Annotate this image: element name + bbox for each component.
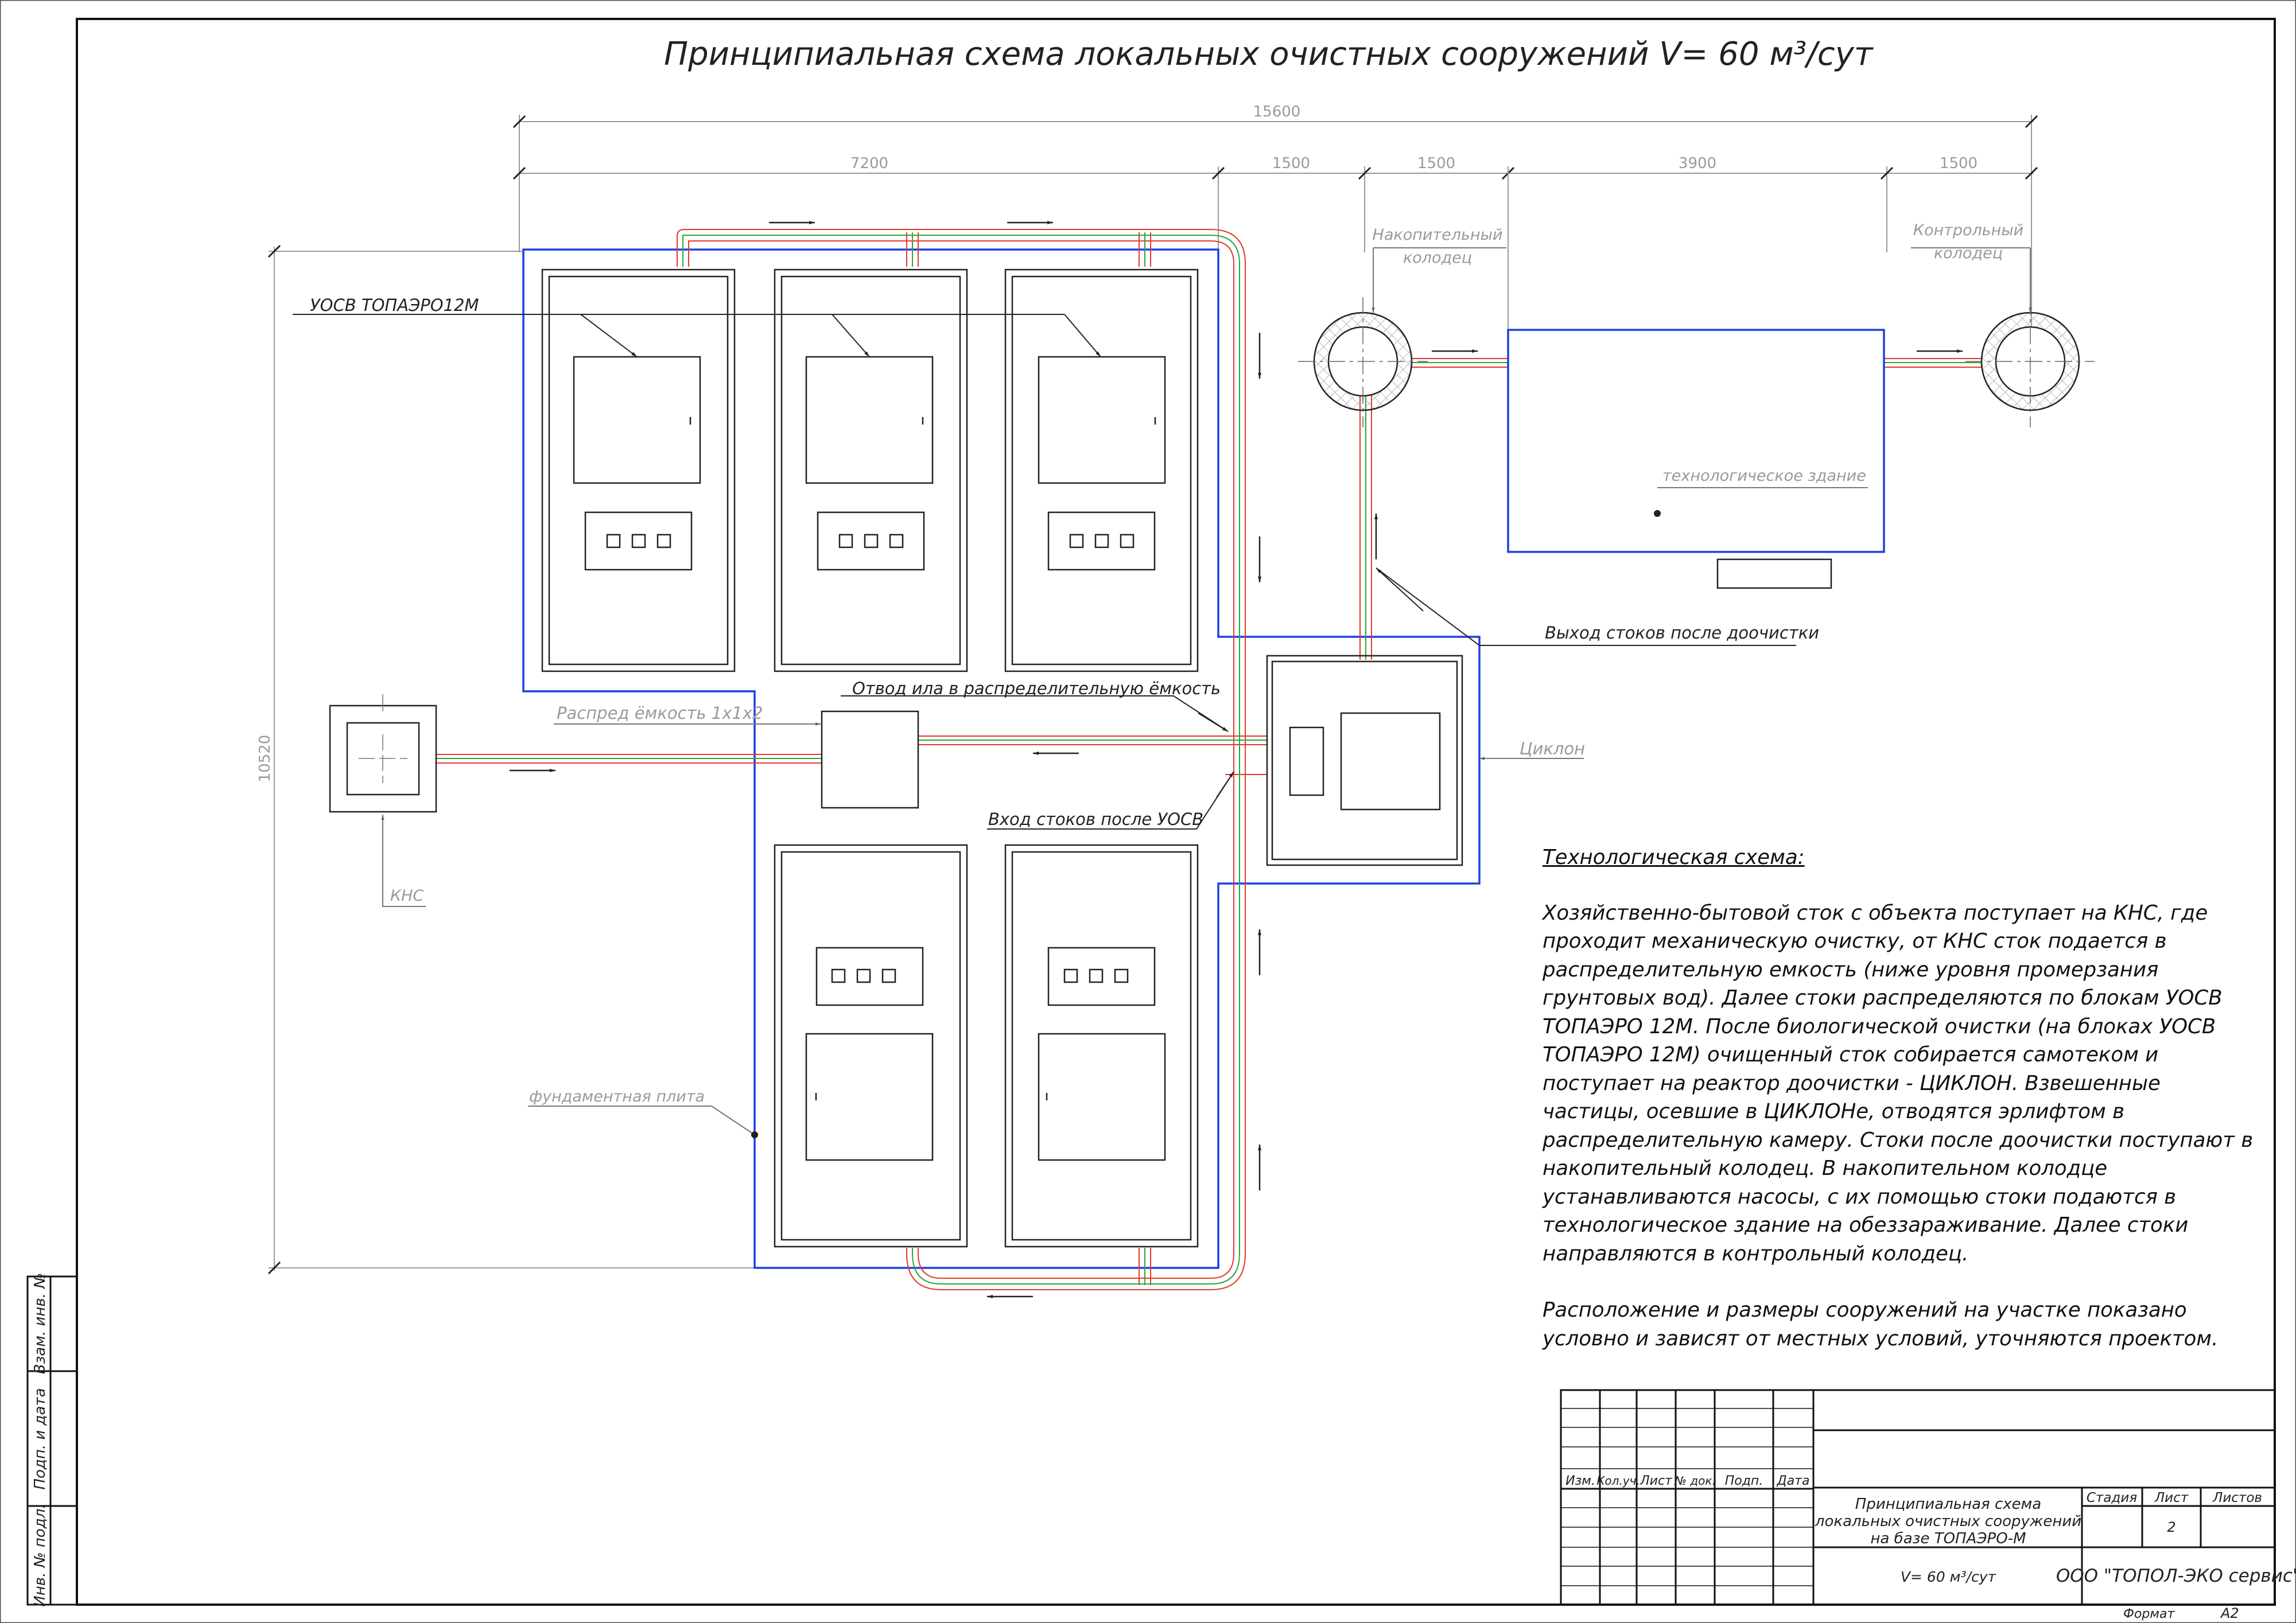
tb-doc-title-3: на базе ТОПАЭРО-М (1870, 1530, 2026, 1547)
description-line: условно и зависят от местных условий, ут… (1543, 1326, 2219, 1350)
label-control-well-1: Контрольный (1913, 221, 2023, 239)
tb-sheet-value: 2 (2167, 1519, 2175, 1535)
tb-format-label: Формат (2123, 1607, 2175, 1621)
dim-1500-a: 1500 (1272, 155, 1310, 172)
description-paragraph-2: Расположение и размеры сооружений на уча… (1543, 1296, 2266, 1353)
description-line: Хозяйственно-бытовой сток с объекта пост… (1543, 901, 2208, 925)
tb-doc-title-2: локальных очистных сооружений (1815, 1513, 2081, 1530)
description-line: частицы, осевшие в ЦИКЛОНе, отводятся эр… (1543, 1100, 2125, 1123)
description-line: распределительную емкость (ниже уровня п… (1543, 958, 2159, 982)
uosv-unit-5 (1004, 844, 1199, 1248)
dim-7200: 7200 (850, 155, 888, 172)
dim-1500-b: 1500 (1417, 155, 1455, 172)
dimension-ticks (267, 115, 2038, 1275)
uosv-unit-4 (774, 844, 968, 1248)
tb-company: ООО "ТОПОЛ-ЭКО сервис" (2056, 1566, 2296, 1586)
label-cyclone: Циклон (1520, 739, 1585, 758)
cyclone-reactor (1266, 655, 1463, 866)
uosv-unit-1 (541, 268, 736, 672)
description-line: поступает на реактор доочистки - ЦИКЛОН.… (1543, 1071, 2161, 1095)
description-line: проходит механическую очистку, от КНС ст… (1543, 929, 2167, 953)
tb-header-date: Дата (1777, 1474, 1810, 1488)
description-line: направляются в контрольный колодец. (1543, 1241, 1969, 1266)
label-foundation: фундаментная плита (529, 1088, 705, 1106)
description-line: грунтовых вод). Далее стоки распределяют… (1543, 986, 2223, 1010)
tb-sheet-label: Лист (2154, 1490, 2189, 1505)
label-uosv: УОСВ ТОПАЭРО12М (310, 295, 479, 315)
distribution-tank (821, 710, 919, 809)
flow-arrows (510, 221, 1963, 1298)
tb-header-kol: Кол.уч. (1596, 1474, 1640, 1488)
side-stamp-sign: Подп. и дата (32, 1388, 49, 1489)
description-line: накопительный колодец. В накопительном к… (1543, 1157, 2108, 1180)
side-stamp-replaces: Взам. инв. № (32, 1273, 49, 1375)
description-heading: Технологическая схема: (1543, 846, 1805, 869)
sheet-frame (76, 18, 2276, 1606)
label-control-well-2: колодец (1934, 244, 2003, 262)
dim-1500-c: 1500 (1940, 155, 1978, 172)
storage-well (1298, 297, 1428, 427)
description-line: распределительную камеру. Стоки после до… (1543, 1128, 2254, 1152)
tb-format-value: А2 (2220, 1605, 2239, 1621)
label-kns: КНС (390, 887, 424, 905)
foundation-outline (522, 248, 1481, 1269)
tb-sheets-label: Листов (2212, 1490, 2262, 1505)
side-stamp-inv: Инв. № подл. (32, 1504, 49, 1606)
description-line: устанавливаются насосы, с их помощью сто… (1543, 1185, 2177, 1209)
label-sludge: Отвод ила в распределительную ёмкость (852, 679, 1221, 698)
label-outlet: Выход стоков после доочистки (1545, 623, 1819, 643)
label-distrib-tank: Распред ёмкость 1х1х2 (557, 703, 763, 723)
tb-header-list: Лист (1640, 1474, 1673, 1488)
side-stamp (26, 1275, 78, 1606)
tb-capacity: V= 60 м³/сут (1901, 1568, 1997, 1585)
building-annex (1716, 558, 1832, 589)
control-well (1965, 297, 2095, 427)
leader-lines (293, 247, 2032, 1138)
technological-description: Технологическая схема: Хозяйственно-быто… (1543, 843, 2266, 1353)
tb-stage-label: Стадия (2087, 1490, 2137, 1505)
label-tech-building: технологическое здание (1662, 467, 1866, 485)
drawing-title: Принципиальная схема локальных очистных … (664, 36, 1874, 73)
description-line: ТОПАЭРО 12М. После биологической очистки… (1543, 1014, 2216, 1038)
uosv-unit-2 (774, 268, 968, 672)
description-line: ТОПАЭРО 12М) очищенный сток собирается с… (1543, 1043, 2159, 1067)
tb-header-doc: № док. (1674, 1474, 1716, 1488)
kns-pump-station (329, 694, 437, 813)
pipes (436, 229, 1982, 1290)
dim-overall-width: 15600 (1253, 103, 1301, 120)
tb-header-izm: Изм. (1565, 1474, 1595, 1488)
building-point (1654, 510, 1661, 517)
description-line: Расположение и размеры сооружений на уча… (1543, 1298, 2187, 1322)
dim-3900: 3900 (1679, 155, 1716, 172)
label-storage-well-2: колодец (1403, 249, 1472, 267)
title-block (1560, 1389, 2276, 1606)
title-block-thin-rows (1561, 1408, 1813, 1586)
description-line: технологическое здание на обеззараживани… (1543, 1213, 2189, 1237)
description-paragraph-1: Хозяйственно-бытовой сток с объекта пост… (1543, 899, 2266, 1268)
dim-overall-height: 10520 (257, 735, 274, 783)
uosv-unit-3 (1004, 268, 1199, 672)
label-inlet-after-uosv: Вход стоков после УОСВ (988, 809, 1203, 829)
tb-doc-title-1: Принципиальная схема (1855, 1496, 2041, 1513)
technological-building (1507, 329, 1885, 553)
label-storage-well-1: Накопительный (1373, 226, 1503, 244)
tb-header-sign: Подп. (1725, 1474, 1763, 1488)
